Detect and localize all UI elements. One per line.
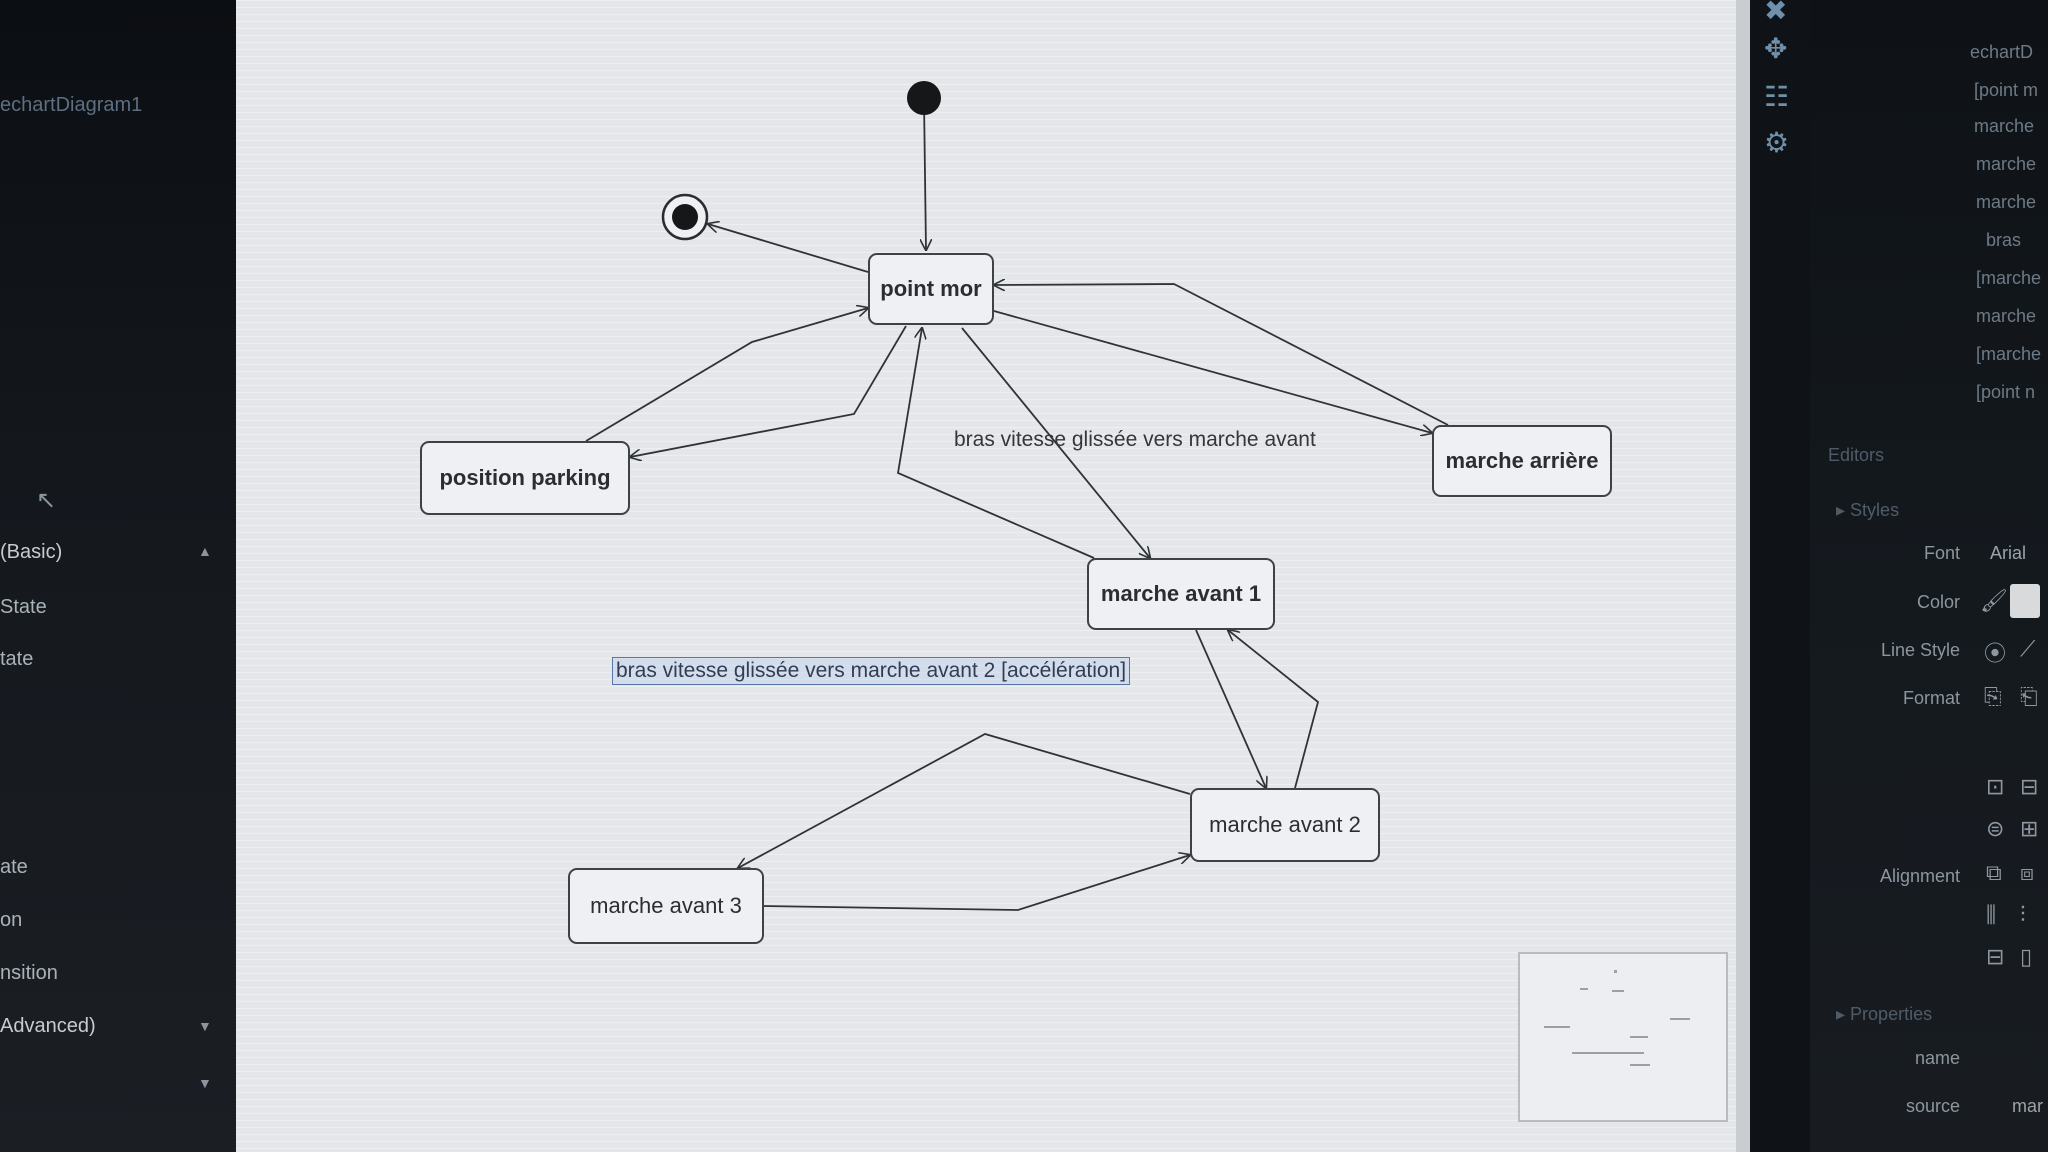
distribute-h-icon[interactable]: ⫼ xyxy=(1986,902,1997,927)
font-label: Font xyxy=(1923,543,1960,563)
format-icon[interactable]: ⎘ xyxy=(1984,684,2002,709)
line-style-alt-icon[interactable]: ⟋ xyxy=(2020,636,2036,661)
diagram-canvas[interactable] xyxy=(236,0,1736,1152)
font-value[interactable]: Arial xyxy=(1990,543,2027,563)
color-label: Color xyxy=(1916,592,1960,612)
edge-label-to-marche-avant[interactable]: bras vitesse glissée vers marche avant xyxy=(954,428,1316,451)
outline-view-icon[interactable]: ☷ xyxy=(1764,81,1790,112)
edge-initial-to-point-mort xyxy=(924,99,926,250)
outline-item[interactable]: bras xyxy=(1986,230,2022,250)
paint-brush-icon[interactable]: 🖌 xyxy=(1980,588,2008,613)
tool-strip: ✖ ✥ ☷ ⚙ xyxy=(1750,0,1810,1152)
diagram-name: echartDiagram1 xyxy=(0,94,143,116)
alignment-label: Alignment xyxy=(1879,866,1960,886)
outline-item[interactable]: marche xyxy=(1976,192,2037,212)
styles-label: Styles xyxy=(1850,500,1900,520)
edge-label-to-marche-avant-2[interactable]: bras vitesse glissée vers marche avant 2… xyxy=(612,657,1131,685)
initial-state-node xyxy=(907,81,941,115)
align-bottom-icon[interactable]: ⧈ xyxy=(2020,860,2034,885)
format-alt-icon[interactable]: ⎗ xyxy=(2020,684,2038,709)
state-position-parking[interactable]: position parking xyxy=(420,441,630,515)
edge-marche-avant-3-to-2 xyxy=(762,855,1190,911)
source-label: source xyxy=(1905,1096,1960,1116)
edge-point-mort-to-parking xyxy=(630,325,907,457)
same-size-icon[interactable]: ⊟ xyxy=(1986,944,2005,969)
move-icon[interactable]: ✥ xyxy=(1764,33,1788,64)
edge-point-mort-to-final xyxy=(708,224,869,273)
edge-marche-avant-1-to-point-mort xyxy=(896,328,1095,559)
diagram-overview[interactable] xyxy=(1518,952,1728,1122)
outline-item[interactable]: echartD xyxy=(1970,42,2034,62)
edge-marche-avant-1-to-2 xyxy=(1195,629,1266,788)
state-marche-avant-1[interactable]: marche avant 1 xyxy=(1087,558,1275,630)
align-left-icon[interactable]: ⊡ xyxy=(1986,774,2005,799)
expand-down-icon[interactable]: ▼ xyxy=(198,1018,212,1034)
state-marche-arriere[interactable]: marche arrière xyxy=(1432,425,1612,497)
pin-icon[interactable]: ✖ xyxy=(1764,0,1788,26)
overview-thumbnail xyxy=(1544,970,1690,1066)
styles-section[interactable]: ▸ Styles xyxy=(1836,500,1900,520)
edge-parking-to-point-mort xyxy=(585,308,868,442)
palette-group-basic[interactable]: (Basic) xyxy=(0,541,63,563)
collapse-up-icon[interactable]: ▲ xyxy=(198,543,212,559)
outline-item[interactable]: [marche xyxy=(1976,344,2042,364)
properties-panel: echartD [point m marche marche marche br… xyxy=(1810,0,2048,1152)
properties-section[interactable]: ▸ Properties xyxy=(1836,1004,1933,1024)
select-pointer-icon[interactable]: ↖ xyxy=(36,487,57,514)
editors-section[interactable]: Editors xyxy=(1828,445,1885,465)
same-width-icon[interactable]: ▯ xyxy=(2020,944,2033,969)
color-swatch[interactable] xyxy=(2010,584,2040,618)
align-top-icon[interactable]: ⧉ xyxy=(1986,860,2002,885)
palette-item-state[interactable]: State xyxy=(0,596,47,618)
palette-item-choice[interactable]: on xyxy=(0,909,23,931)
name-label: name xyxy=(1914,1048,1960,1068)
outline-item[interactable]: marche xyxy=(1974,116,2035,136)
edge-marche-arriere-to-point-mort xyxy=(994,284,1449,426)
palette-item-initial-state[interactable]: ate xyxy=(0,856,28,878)
state-point-mort[interactable]: point mor xyxy=(868,253,994,325)
distribute-v-icon[interactable]: ⫶ xyxy=(2020,902,2026,927)
align-right-icon[interactable]: ⊟ xyxy=(2020,774,2039,799)
line-style-label: Line Style xyxy=(1880,640,1960,660)
outline-item[interactable]: [point n xyxy=(1976,382,2036,402)
layout-icon[interactable]: ⚙ xyxy=(1764,127,1790,158)
properties-label: Properties xyxy=(1850,1004,1933,1024)
canvas-scrollbar[interactable] xyxy=(1736,0,1750,1152)
line-style-icon[interactable]: ⦿ xyxy=(1984,641,2007,666)
palette-group-advanced[interactable]: Advanced) xyxy=(0,1015,96,1037)
edge-marche-avant-2-to-3 xyxy=(738,733,1191,868)
state-marche-avant-2[interactable]: marche avant 2 xyxy=(1190,788,1380,862)
outline-item[interactable]: marche xyxy=(1976,154,2037,174)
palette-item-final-state[interactable]: tate xyxy=(0,648,34,670)
align-center-icon[interactable]: ⊜ xyxy=(1986,816,2005,841)
palette-item-transition[interactable]: nsition xyxy=(0,962,58,984)
align-middle-icon[interactable]: ⊞ xyxy=(2020,816,2039,841)
edge-point-mort-to-marche-avant-1 xyxy=(961,327,1150,558)
edge-point-mort-to-marche-arriere xyxy=(993,310,1432,433)
edge-marche-avant-2-to-1 xyxy=(1228,630,1320,789)
state-marche-avant-3[interactable]: marche avant 3 xyxy=(568,868,764,944)
palette-panel: echartDiagram1 ↖ (Basic) ▲ State tate at… xyxy=(0,0,236,1152)
source-value[interactable]: mar xyxy=(2012,1096,2043,1116)
outline-item[interactable]: [point m xyxy=(1974,80,2039,100)
outline-item[interactable]: marche xyxy=(1976,306,2037,326)
format-label: Format xyxy=(1902,688,1960,708)
expand-down-icon-2[interactable]: ▼ xyxy=(198,1075,212,1091)
outline-item[interactable]: [marche xyxy=(1976,268,2042,288)
